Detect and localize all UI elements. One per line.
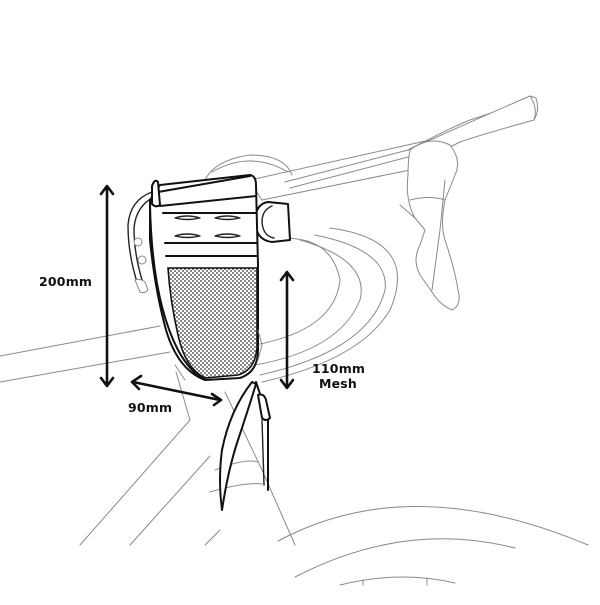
mesh-dimension-caption: Mesh — [318, 376, 358, 391]
top-tube — [0, 325, 171, 383]
mesh-dimension-value: 110mm — [312, 361, 366, 376]
brake-lever — [399, 140, 460, 311]
depth-dimension-label: 90mm — [128, 400, 173, 415]
handlebar-bag — [149, 174, 263, 381]
dimension-arrow-depth — [130, 374, 223, 407]
mesh-pocket — [167, 267, 258, 379]
mount-strap — [219, 381, 271, 511]
mesh-dimension-label: 110mm Mesh — [312, 361, 366, 391]
handlebar — [254, 95, 539, 383]
dimension-arrow-mesh — [279, 270, 295, 390]
dimension-arrow-height — [99, 184, 115, 388]
height-dimension-label: 200mm — [39, 274, 93, 289]
front-wheel — [277, 505, 589, 586]
bar-clamp — [254, 201, 291, 243]
bag-drawcord — [127, 191, 157, 294]
